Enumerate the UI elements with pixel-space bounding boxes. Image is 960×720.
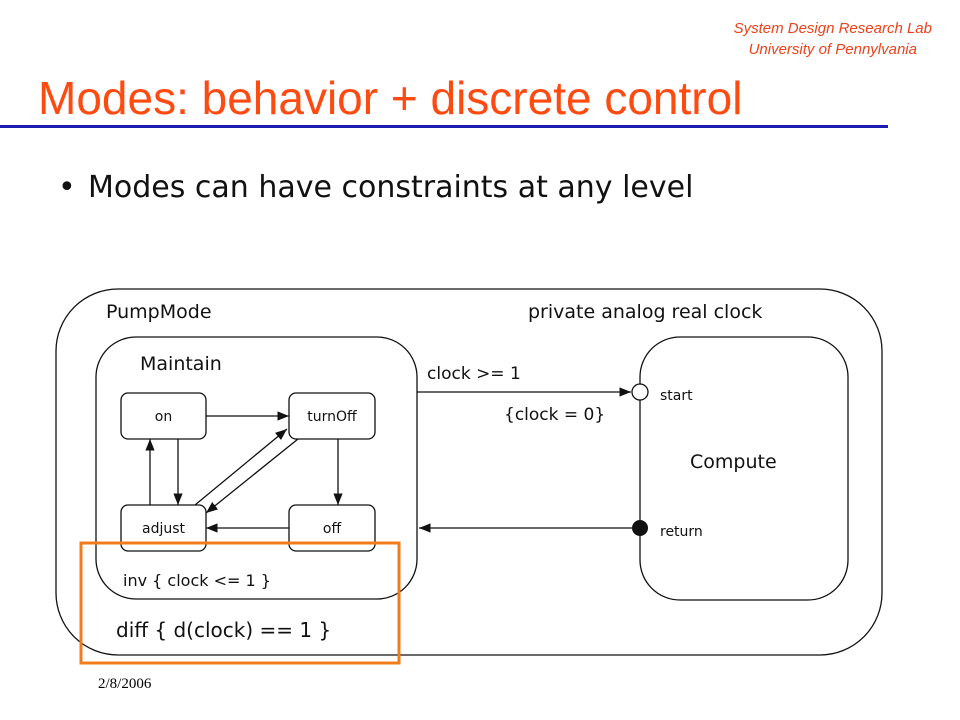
bullet-item: • Modes can have constraints at any level <box>58 168 693 208</box>
pumpmode-box <box>55 288 883 656</box>
variable-declaration: private analog real clock <box>528 301 762 323</box>
start-label: start <box>660 388 693 404</box>
return-label: return <box>660 524 703 540</box>
compute-label: Compute <box>690 451 777 473</box>
title-underline <box>0 125 888 128</box>
university-name: University of Pennylvania <box>748 41 917 58</box>
pumpmode-label: PumpMode <box>106 301 212 323</box>
flow-constraint: diff { d(clock) == 1 } <box>116 618 331 642</box>
state-off-label: off <box>323 521 342 537</box>
compute-box <box>639 336 849 601</box>
bullet-text: Modes can have constraints at any level <box>88 170 694 205</box>
return-exit-point <box>632 520 648 536</box>
maintain-label: Maintain <box>140 353 222 375</box>
state-adjust-label: adjust <box>142 521 186 537</box>
highlight-box <box>79 541 401 665</box>
state-turnoff-label: turnOff <box>307 409 357 425</box>
state-on-label: on <box>155 409 172 425</box>
transition-adjust-to-turnoff <box>194 428 288 506</box>
transition-turnoff-to-adjust <box>205 438 299 514</box>
lab-name: System Design Research Lab <box>733 20 932 37</box>
guard-label: clock >= 1 <box>427 364 521 384</box>
start-entry-point <box>631 383 649 401</box>
maintain-box <box>95 336 418 600</box>
slide-title: Modes: behavior + discrete control <box>38 72 743 124</box>
reset-label: {clock = 0} <box>504 405 605 425</box>
lab-affiliation: System Design Research Lab University of… <box>734 18 932 60</box>
slide-date: 2/8/2006 <box>98 676 152 692</box>
bullet-dot: • <box>58 170 76 205</box>
invariant-constraint: inv { clock <= 1 } <box>123 571 271 590</box>
